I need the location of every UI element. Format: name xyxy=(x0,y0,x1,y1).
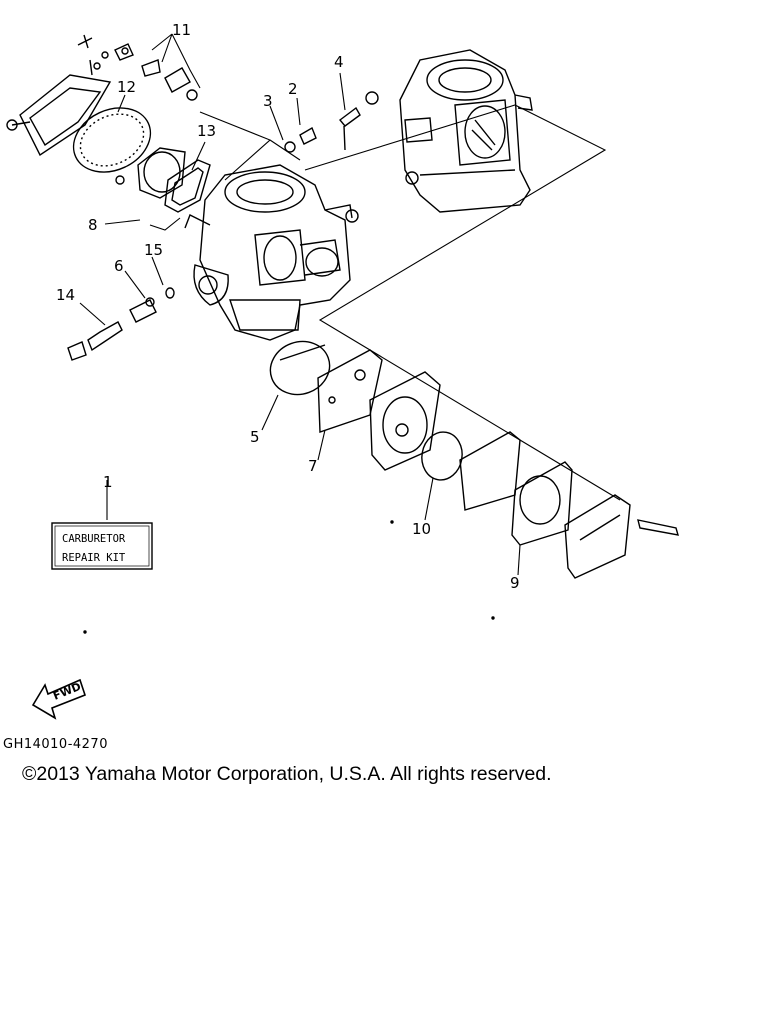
callout-4: 4 xyxy=(334,53,344,71)
pump-body xyxy=(115,147,186,199)
pump-housing xyxy=(369,371,441,471)
rear-carburetor-body xyxy=(399,49,533,213)
kit-label-line1: CARBURETOR xyxy=(62,533,126,545)
callout-10: 10 xyxy=(412,520,431,538)
forward-arrow-icon: FWD xyxy=(31,678,86,720)
gasket-13 xyxy=(164,159,211,213)
leader-lines xyxy=(79,33,621,576)
callout-14: 14 xyxy=(56,286,75,304)
fitting-2-3-4 xyxy=(284,91,379,153)
idle-screw-assembly xyxy=(67,287,175,361)
callout-9: 9 xyxy=(510,574,520,592)
gasket-plate-8 xyxy=(459,431,521,511)
callout-8: 8 xyxy=(88,216,98,234)
diaphragm-5 xyxy=(269,340,331,396)
jet-needle-cluster xyxy=(77,34,198,101)
repair-kit-box: CARBURETOR REPAIR KIT xyxy=(51,522,153,570)
callout-7: 7 xyxy=(308,457,318,475)
callout-11: 11 xyxy=(172,21,191,39)
callout-6: 6 xyxy=(114,257,124,275)
diaphragm xyxy=(72,107,152,173)
end-cover xyxy=(564,494,679,579)
kit-label-line2: REPAIR KIT xyxy=(62,552,126,564)
callout-15: 15 xyxy=(144,241,163,259)
callout-5: 5 xyxy=(250,428,260,446)
callout-12: 12 xyxy=(117,78,136,96)
diaphragm-cover xyxy=(6,74,112,157)
callout-13: 13 xyxy=(197,122,216,140)
carburetor-exploded-diagram: 11 12 13 2 3 4 8 6 15 14 5 7 10 9 1 CARB… xyxy=(6,21,679,720)
callout-1: 1 xyxy=(103,473,113,491)
front-carburetor-body xyxy=(184,164,359,341)
gasket-plate-7 xyxy=(317,349,383,433)
callout-2: 2 xyxy=(288,80,298,98)
callout-3: 3 xyxy=(263,92,273,110)
gasket-9 xyxy=(511,461,573,546)
reference-code: GH14010-4270 xyxy=(3,737,108,752)
copyright-notice: ©2013 Yamaha Motor Corporation, U.S.A. A… xyxy=(22,763,552,785)
fwd-label: FWD xyxy=(51,680,83,703)
